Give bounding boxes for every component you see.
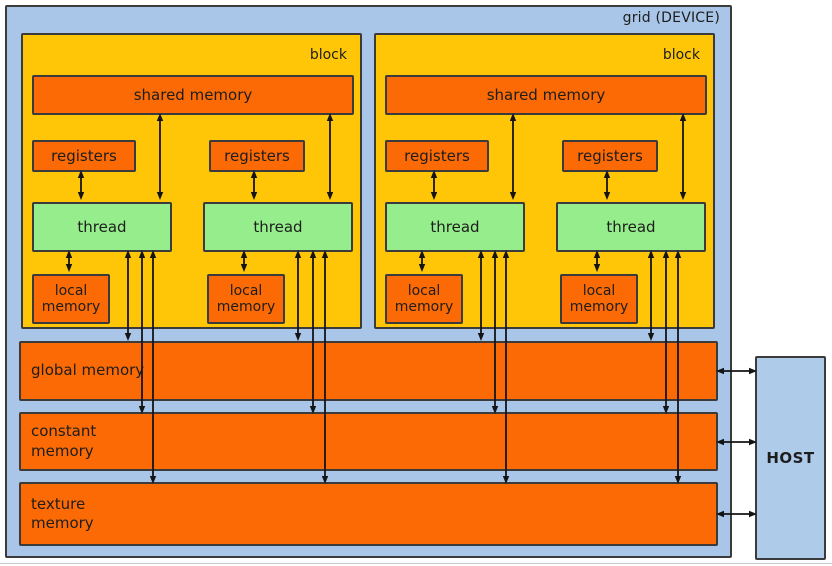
global-memory-label: global memory bbox=[31, 361, 145, 380]
block-2-local-memory-1: local memory bbox=[385, 274, 463, 324]
block-2-thread-2: thread bbox=[556, 202, 706, 252]
block-1-thread-1: thread bbox=[32, 202, 172, 252]
constant-memory-bar: constant memory bbox=[19, 412, 718, 471]
block-1-thread-2: thread bbox=[203, 202, 353, 252]
host-box: HOST bbox=[755, 356, 826, 560]
texture-memory-label: texture memory bbox=[31, 494, 94, 533]
block-2-thread-1: thread bbox=[385, 202, 525, 252]
global-memory-bar: global memory bbox=[19, 341, 718, 401]
block-2-registers-2: registers bbox=[562, 140, 658, 172]
block-2-registers-1: registers bbox=[385, 140, 489, 172]
block-2: block shared memory registers registers … bbox=[374, 33, 715, 329]
block-2-label: block bbox=[662, 47, 700, 63]
block-1-registers-1: registers bbox=[32, 140, 136, 172]
block-1-local-memory-2: local memory bbox=[207, 274, 285, 324]
bottom-divider bbox=[0, 563, 832, 564]
constant-memory-label: constant memory bbox=[31, 422, 97, 460]
grid-device-container: grid (DEVICE) block shared memory regist… bbox=[5, 5, 732, 558]
block-1-registers-2: registers bbox=[209, 140, 305, 172]
block-1-shared-memory: shared memory bbox=[32, 75, 354, 115]
block-2-shared-memory: shared memory bbox=[385, 75, 707, 115]
block-2-local-memory-2: local memory bbox=[560, 274, 638, 324]
block-1-label: block bbox=[309, 47, 347, 63]
grid-device-label: grid (DEVICE) bbox=[622, 10, 720, 26]
block-1: block shared memory registers registers … bbox=[21, 33, 362, 329]
texture-memory-bar: texture memory bbox=[19, 482, 718, 546]
block-1-local-memory-1: local memory bbox=[32, 274, 110, 324]
